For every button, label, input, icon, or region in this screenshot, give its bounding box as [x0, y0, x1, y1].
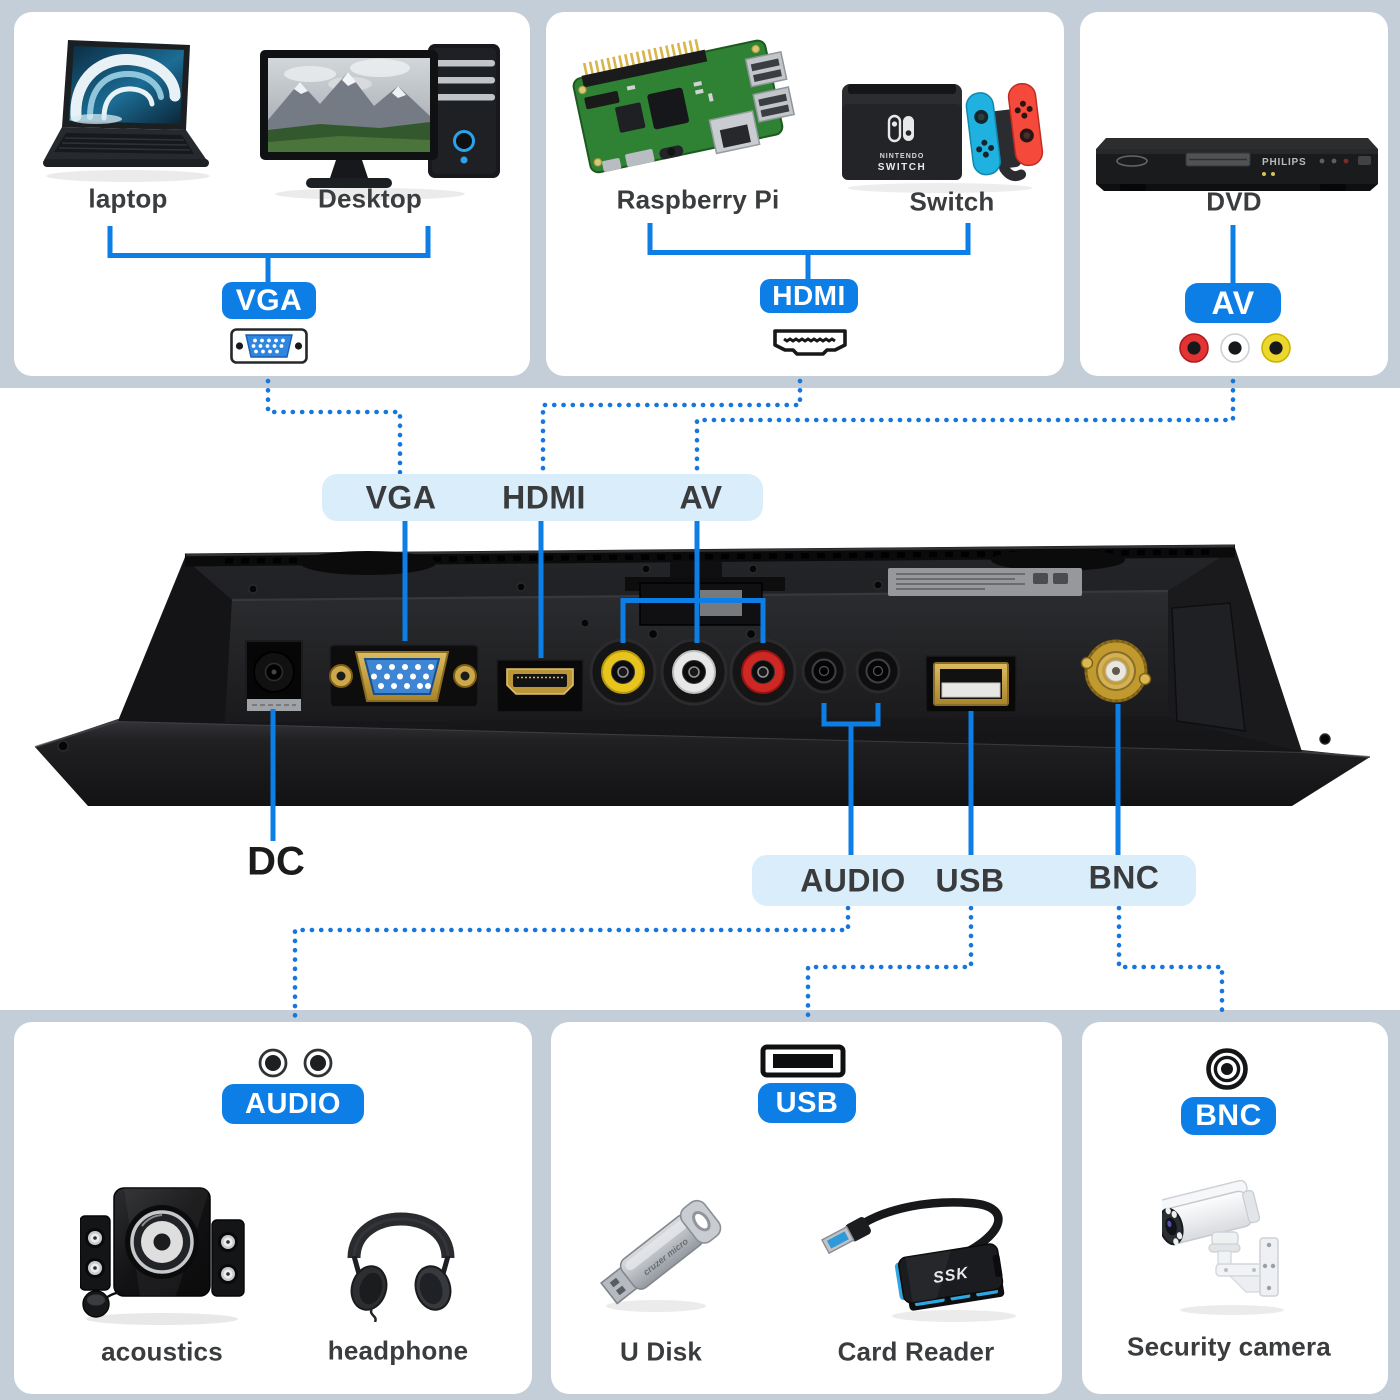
device-label-desktop: Desktop	[318, 183, 422, 214]
nintendo-switch-photo: NINTENDO SWITCH	[842, 82, 1044, 193]
card-reader-photo: SSK	[821, 1198, 1016, 1322]
usb-button: USB	[758, 1083, 856, 1123]
device-label-u-disk: U Disk	[619, 1336, 703, 1367]
usb-flash-drive-photo: cruzer micro	[600, 1199, 722, 1312]
card-bnc-devices: BNC	[1082, 1022, 1388, 1394]
card-usb-devices: USB cruzer micro	[551, 1022, 1062, 1394]
device-label-raspberry-pi: Raspberry Pi	[616, 184, 780, 215]
port-label-vga: VGA	[365, 479, 437, 516]
card-vga-sources: laptop Desktop VGA	[14, 12, 530, 376]
headphone-photo	[347, 1212, 455, 1322]
card-hdmi-sources: NINTENDO SWITCH Raspberry Pi Switch HDMI	[546, 12, 1064, 376]
device-label-dvd: DVD	[1206, 186, 1262, 217]
card-av-sources: PHILIPS DVD AV	[1080, 12, 1388, 376]
bottom-port-label-band	[752, 855, 1196, 906]
device-label-security-camera: Security camera	[1127, 1331, 1331, 1362]
port-label-dc: DC	[247, 839, 305, 884]
hdmi-button: HDMI	[760, 279, 858, 313]
usb-port-icon	[760, 1044, 846, 1078]
monitor-back-photo	[34, 544, 1371, 806]
svg-text:SSK: SSK	[932, 1265, 971, 1287]
port-label-audio: AUDIO	[800, 862, 906, 899]
svg-text:NINTENDO: NINTENDO	[880, 153, 925, 160]
device-label-laptop: laptop	[88, 183, 168, 214]
hdmi-connector-icon	[773, 329, 847, 356]
security-camera-photo	[1162, 1180, 1284, 1315]
dvd-player-photo: PHILIPS	[1096, 138, 1378, 191]
device-label-acoustics: acoustics	[101, 1336, 223, 1367]
bnc-button: BNC	[1181, 1097, 1276, 1135]
top-port-label-band	[322, 474, 763, 521]
audio-button: AUDIO	[222, 1084, 364, 1124]
rca-plugs-icon	[1179, 333, 1291, 363]
port-label-usb: USB	[935, 862, 1005, 899]
bnc-connector-icon	[1206, 1048, 1248, 1090]
raspberry-pi-photo	[572, 39, 796, 174]
port-label-hdmi: HDMI	[502, 479, 586, 516]
port-label-bnc: BNC	[1088, 859, 1160, 896]
device-label-card-reader: Card Reader	[837, 1336, 995, 1367]
desktop-tower-photo	[260, 44, 500, 200]
av-button: AV	[1185, 283, 1281, 323]
vga-connector-icon	[230, 328, 308, 364]
port-label-av: AV	[679, 479, 723, 516]
card-audio-devices: AUDIO	[14, 1022, 532, 1394]
svg-text:SWITCH: SWITCH	[878, 162, 926, 173]
svg-text:PHILIPS: PHILIPS	[1262, 157, 1307, 168]
speaker-system-photo	[80, 1187, 245, 1325]
device-label-switch: Switch	[909, 186, 995, 217]
device-label-headphone: headphone	[327, 1335, 469, 1366]
laptop-photo	[43, 40, 210, 182]
audio-jacks-icon	[258, 1048, 333, 1078]
vga-button: VGA	[222, 282, 316, 319]
